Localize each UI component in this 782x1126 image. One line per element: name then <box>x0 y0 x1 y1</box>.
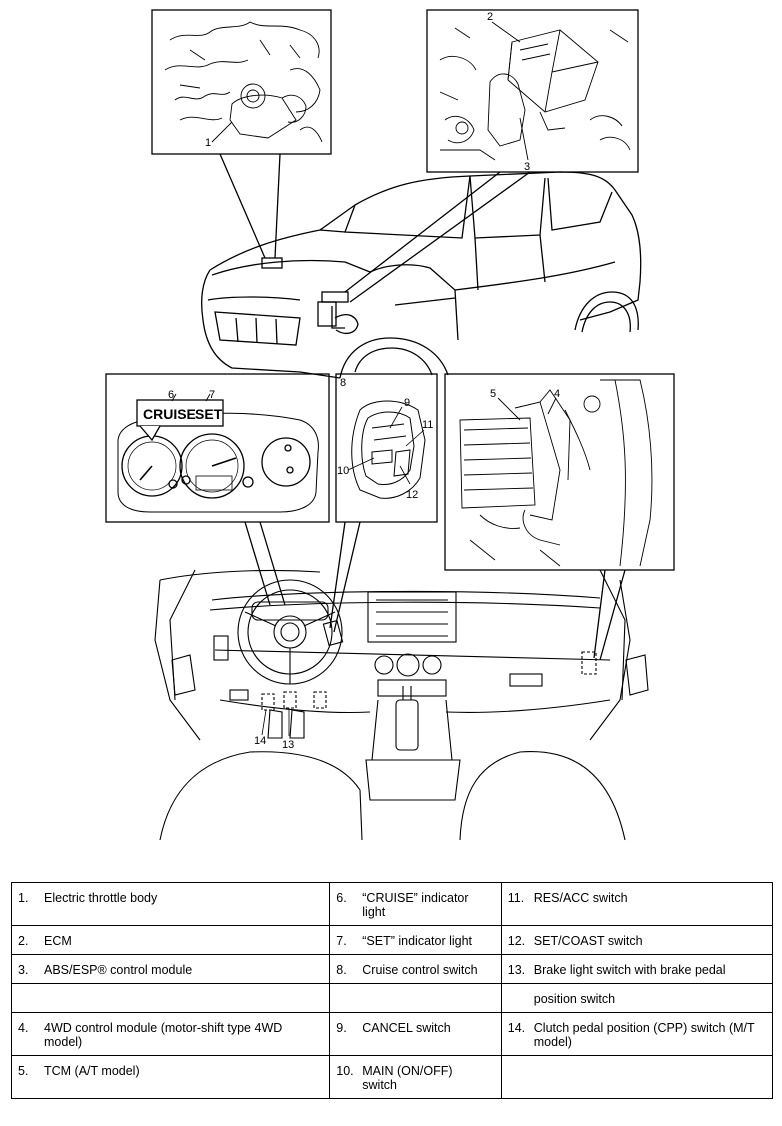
indicator-callout-bubble <box>136 399 224 427</box>
legend-item-label: ABS/ESP® control module <box>44 963 193 977</box>
legend-item-label: Cruise control switch <box>362 963 478 977</box>
ecm-abs-detail-inset <box>426 9 639 173</box>
legend-row: 5. TCM (A/T model) 10. MAIN (ON/OFF) switch <box>10 1055 774 1099</box>
legend-item-number: 3. <box>18 963 29 977</box>
ecm-location-marker <box>321 291 349 303</box>
set-indicator-label: SET <box>195 406 223 422</box>
legend-item-number: 11. <box>507 891 525 905</box>
legend-item-label: CANCEL switch <box>362 1021 451 1035</box>
throttle-body-detail-inset <box>151 9 332 155</box>
legend-cell: 4. 4WD control module (motor-shift type 4… <box>10 1012 331 1056</box>
vehicle-interior-dashboard-illustration <box>154 569 649 841</box>
callout-1: 1 <box>205 137 211 149</box>
legend-cell <box>10 983 331 1013</box>
legend-item-number: 14. <box>507 1021 526 1035</box>
callout-11: 11 <box>422 419 433 431</box>
callout-12: 12 <box>406 489 418 501</box>
legend-cell: 3. ABS/ESP® control module <box>10 954 331 984</box>
engine-bay-detail-illustration <box>164 21 323 143</box>
legend-item-label: 4WD control module (motor-shift type 4WD… <box>44 1021 283 1049</box>
legend-cell: 12. SET/COAST switch <box>500 925 774 955</box>
legend-cell: 8. Cruise control switch <box>329 954 502 984</box>
callout-13: 13 <box>282 739 294 751</box>
vehicle-exterior-illustration <box>201 171 642 379</box>
callout-10: 10 <box>337 465 349 477</box>
legend-cell: 10. MAIN (ON/OFF) switch <box>329 1055 502 1099</box>
legend-cell: 9. CANCEL switch <box>329 1012 502 1056</box>
legend-cell <box>329 983 502 1013</box>
legend-item-label: TCM (A/T model) <box>44 1064 140 1078</box>
legend-cell: 6. “CRUISE” indicator light <box>329 882 502 926</box>
legend-item-number: 10. <box>336 1064 354 1078</box>
legend-item-label: RES/ACC switch <box>533 891 628 905</box>
legend-item-label: position switch <box>533 992 616 1006</box>
legend-item-label: “SET” indicator light <box>362 934 473 948</box>
callout-7: 7 <box>209 389 215 401</box>
cruise-indicator-label: CRUISE <box>143 406 196 422</box>
legend-item-number: 4. <box>18 1021 29 1035</box>
legend-item-number: 1. <box>18 891 29 905</box>
component-legend-table: 1. Electric throttle body 6. “CRUISE” indic… <box>10 882 774 1099</box>
legend-item-number: 6. <box>336 891 347 905</box>
legend-row: 4. 4WD control module (motor-shift type 4… <box>10 1012 774 1056</box>
cruise-switch-detail-inset <box>335 373 438 523</box>
callout-3: 3 <box>524 161 530 173</box>
callout-14: 14 <box>254 735 266 747</box>
callout-5: 5 <box>490 388 496 400</box>
legend-item-label: ECM <box>44 934 72 948</box>
legend-item-label: Electric throttle body <box>44 891 158 905</box>
legend-cell: 5. TCM (A/T model) <box>10 1055 331 1099</box>
legend-row: 2. ECM 7. “SET” indicator light 12. SET/COAST… <box>10 925 774 955</box>
control-module-detail-inset <box>444 373 675 571</box>
legend-cell: 14. Clutch pedal position (CPP) switch (M… <box>500 1012 774 1056</box>
callout-9: 9 <box>404 397 410 409</box>
legend-cell <box>500 1055 774 1099</box>
legend-cell: 13. Brake light switch with brake pedal <box>500 954 774 984</box>
legend-item-label: Clutch pedal position (CPP) switch (M/T … <box>533 1021 755 1049</box>
legend-item-label: Brake light switch with brake pedal <box>533 963 726 977</box>
legend-item-number: 2. <box>18 934 29 948</box>
legend-item-number: 8. <box>336 963 347 977</box>
callout-6: 6 <box>168 389 174 401</box>
throttle-body-location-marker <box>261 257 283 269</box>
legend-row: 1. Electric throttle body 6. “CRUISE” indic… <box>10 882 774 926</box>
legend-row: position switch <box>10 983 774 1013</box>
control-module-area-illustration <box>459 379 653 567</box>
legend-row: 3. ABS/ESP® control module 8. Cruise contro… <box>10 954 774 984</box>
cruise-control-component-location-diagram: 1 2 3 4 5 6 7 8 9 10 11 12 13 14 CRUISE … <box>105 9 675 841</box>
ecm-mount-detail-illustration <box>439 27 631 161</box>
legend-item-number: 5. <box>18 1064 29 1078</box>
legend-cell: 1. Electric throttle body <box>10 882 331 926</box>
combination-meter-detail-inset <box>105 373 330 523</box>
legend-item-number: 9. <box>336 1021 347 1035</box>
legend-cell: 2. ECM <box>10 925 331 955</box>
legend-item-label: SET/COAST switch <box>533 934 643 948</box>
legend-item-number: 7. <box>336 934 347 948</box>
cruise-control-switch-illustration <box>351 400 426 499</box>
legend-item-number: 13. <box>507 963 526 977</box>
callout-8: 8 <box>340 377 346 389</box>
legend-item-label: MAIN (ON/OFF) switch <box>362 1064 453 1092</box>
abs-module-location-marker <box>317 301 337 327</box>
legend-item-number: 12. <box>507 934 526 948</box>
legend-cell: position switch <box>500 983 774 1013</box>
callout-2: 2 <box>487 11 493 23</box>
legend-cell: 7. “SET” indicator light <box>329 925 502 955</box>
callout-4: 4 <box>554 388 560 400</box>
legend-item-label: “CRUISE” indicator light <box>362 891 469 919</box>
legend-cell: 11. RES/ACC switch <box>500 882 774 926</box>
